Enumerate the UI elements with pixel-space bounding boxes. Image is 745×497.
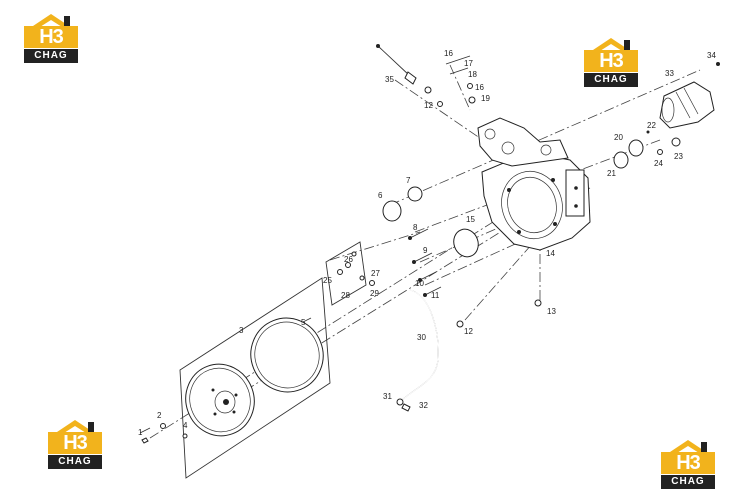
flywheel-housing [481,151,591,251]
control-cable [376,44,417,85]
callout-16b: 16 [475,83,484,92]
callout-30: 30 [417,333,426,342]
callout-12a: 12 [424,101,433,110]
callout-32: 32 [419,401,428,410]
callout-33: 33 [665,69,674,78]
leader-lines [139,317,312,434]
brand-logo-bottom-left: H3 CHAG [44,418,106,470]
brand-logo-top-right: H3 CHAG [580,36,642,88]
starter-gaskets [613,130,681,169]
callout-4: 4 [183,421,188,430]
flywheel-group-bracket [179,241,367,479]
callout-22: 22 [647,121,656,130]
logo-word: CHAG [24,49,78,63]
callout-16a: 16 [444,49,453,58]
cover-plate [382,186,423,222]
logo-word: CHAG [584,73,638,87]
callout-5: 5 [301,318,306,327]
callout-2: 2 [157,411,162,420]
callout-3: 3 [239,326,244,335]
callout-15: 15 [466,215,475,224]
callout-26: 26 [344,255,353,264]
logo-word: CHAG [661,475,715,489]
callout-24: 24 [654,159,663,168]
oil-tube [396,289,439,412]
callout-1: 1 [138,428,143,437]
brand-logo-bottom-right: H3 CHAG [657,438,719,490]
callout-28: 28 [341,291,350,300]
callout-34: 34 [707,51,716,60]
upper-mount [477,117,569,167]
callout-29: 29 [370,289,379,298]
callout-17: 17 [464,59,473,68]
callout-25: 25 [323,276,332,285]
callout-14: 14 [546,249,555,258]
ring-gear [250,317,324,393]
flywheel-bolts [141,423,188,444]
nuts [424,86,542,328]
callout-10: 10 [415,279,424,288]
oil-seal [453,228,479,258]
logo-mark: H3 [24,26,78,48]
logo-mark: H3 [661,452,715,474]
callout-11: 11 [431,291,440,300]
brand-logo-top-left: H3 CHAG [20,12,82,64]
bracket-fasteners [337,251,375,286]
callout-18: 18 [468,70,477,79]
logo-mark: H3 [584,50,638,72]
callout-27: 27 [371,269,380,278]
callout-31: 31 [383,392,392,401]
callout-7: 7 [406,176,411,185]
starter-motor [659,62,720,129]
flywheel [185,363,255,437]
callout-21: 21 [607,169,616,178]
callout-23: 23 [674,152,683,161]
linkage-parts [437,55,476,107]
callout-12b: 12 [464,327,473,336]
callout-35: 35 [385,75,394,84]
callout-labels: 1 2 3 4 5 6 7 8 9 10 11 12 12 13 14 15 1… [138,49,716,437]
callout-8: 8 [413,223,418,232]
logo-word: CHAG [48,455,102,469]
housing-bolts [408,228,442,297]
callout-20: 20 [614,133,623,142]
logo-mark: H3 [48,432,102,454]
callout-9: 9 [423,246,428,255]
callout-13: 13 [547,307,556,316]
callout-19: 19 [481,94,490,103]
callout-6: 6 [378,191,383,200]
